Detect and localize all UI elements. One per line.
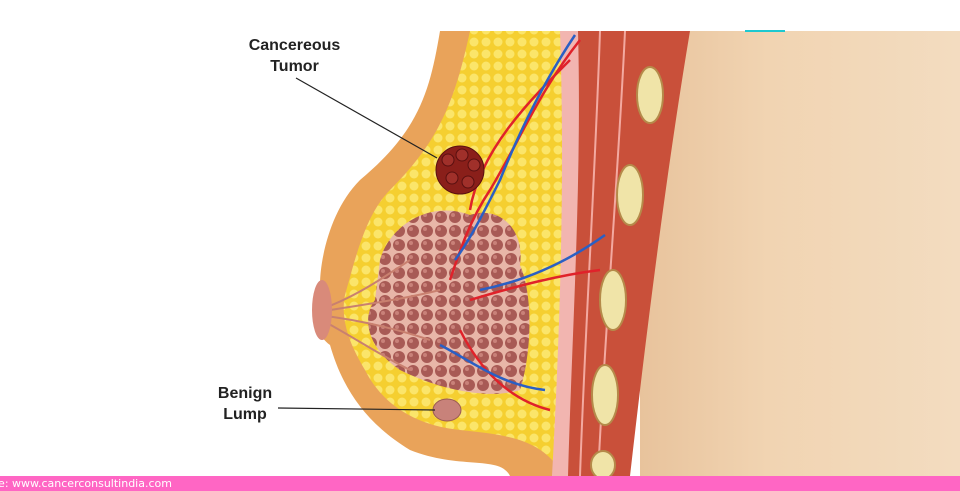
tumor-label: Cancereous Tumor bbox=[232, 35, 357, 77]
tumor-label-line2: Tumor bbox=[270, 58, 319, 75]
benign-label-line2: Lump bbox=[223, 406, 267, 423]
benign-label-line1: Benign bbox=[217, 385, 273, 402]
source-bar: ce: www.cancerconsultindia.com bbox=[0, 476, 960, 491]
muscle-fascia bbox=[552, 31, 579, 476]
veins bbox=[439, 34, 606, 392]
ribs bbox=[590, 66, 664, 480]
tumor-label-line1: Cancereous bbox=[248, 37, 341, 54]
tumor-leader-line bbox=[295, 77, 438, 159]
cancerous-tumor bbox=[435, 145, 485, 195]
top-accent bbox=[745, 30, 785, 32]
benign-label: Benign Lump bbox=[205, 383, 285, 425]
mammary-lobules bbox=[368, 210, 530, 394]
source-credit: ce: www.cancerconsultindia.com bbox=[0, 477, 172, 490]
chest-wall bbox=[640, 31, 960, 476]
nipple bbox=[312, 280, 332, 340]
benign-leader-line bbox=[277, 407, 436, 411]
benign-lump bbox=[432, 398, 462, 422]
